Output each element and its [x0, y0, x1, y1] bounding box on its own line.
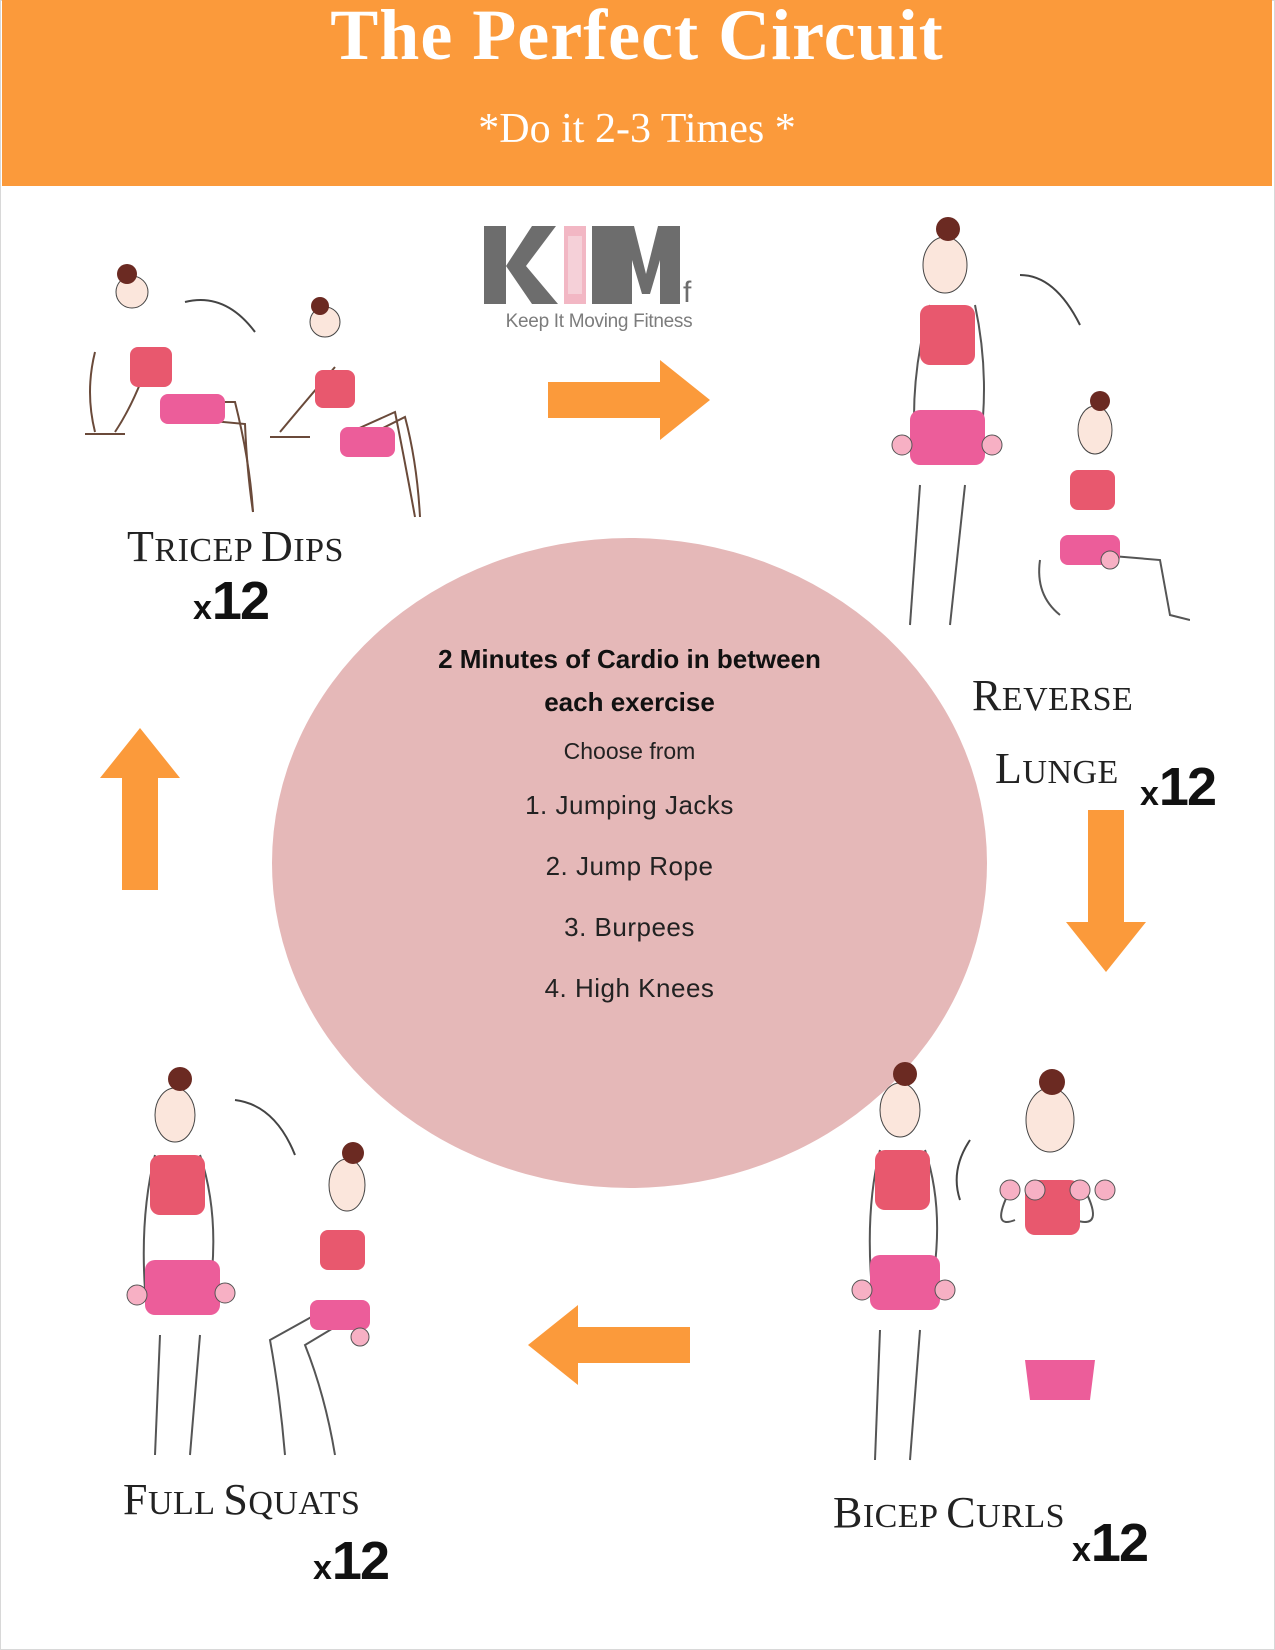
reps-x: x [1072, 1531, 1091, 1569]
arrow-down-icon [1066, 810, 1146, 972]
full-squats-label: FULL SQUATS [123, 1474, 360, 1525]
tricep-dips-reps: x12 [193, 570, 270, 632]
reps-x: x [313, 1549, 332, 1587]
arrow-right-icon [548, 360, 710, 440]
label-cap: C [946, 1488, 977, 1537]
label-cap: R [972, 671, 1002, 720]
cardio-option: 2. Jump Rope [545, 851, 714, 881]
logo-tagline: Keep It Moving Fitness [505, 311, 693, 332]
arrow-left-icon [528, 1305, 690, 1385]
cardio-option: 3. Burpees [564, 912, 695, 942]
label-rest: ULL [147, 1485, 224, 1522]
tricep-dips-illustration [85, 264, 421, 518]
bicep-curls-label: BICEP CURLS [833, 1487, 1065, 1538]
cardio-heading-line2: each exercise [544, 687, 715, 717]
label-rest: QUATS [248, 1485, 361, 1522]
svg-text:f: f [683, 276, 692, 309]
reps-number: 12 [331, 1531, 390, 1591]
cardio-heading-line1: 2 Minutes of Cardio in between [438, 644, 821, 674]
reverse-lunge-reps: x12 [1140, 756, 1217, 818]
arrow-up-icon [100, 728, 180, 890]
reps-number: 12 [1158, 757, 1217, 817]
label-rest: ICEP [862, 1498, 947, 1535]
cardio-option: 4. High Knees [544, 973, 715, 1003]
label-rest: URLS [976, 1498, 1066, 1535]
reverse-lunge-illustration [891, 217, 1190, 626]
label-cap: B [833, 1488, 863, 1537]
full-squats-reps: x12 [313, 1530, 390, 1592]
tricep-dips-label: TRICEP DIPS [127, 521, 344, 572]
reverse-lunge-label-line2: LUNGE [995, 743, 1119, 794]
cardio-circle [272, 538, 987, 1188]
full-squats-illustration [126, 1067, 370, 1456]
page-subtitle: *Do it 2-3 Times * [478, 106, 796, 152]
label-rest: UNGE [1022, 754, 1119, 791]
label-cap: F [123, 1475, 148, 1524]
reps-x: x [1140, 775, 1159, 813]
label-rest: EVERSE [1001, 681, 1134, 718]
label-cap: S [223, 1475, 249, 1524]
label-rest: IPS [293, 532, 344, 569]
label-cap: T [127, 522, 155, 571]
reps-number: 12 [211, 571, 270, 631]
header-banner: The Perfect Circuit *Do it 2-3 Times * [2, 0, 1272, 186]
choose-from-label: Choose from [563, 738, 696, 764]
reps-x: x [193, 589, 212, 627]
label-cap: D [260, 522, 294, 571]
kimf-logo: f [484, 226, 692, 309]
cardio-info: 2 Minutes of Cardio in between each exer… [272, 638, 987, 1019]
cardio-options-list: 1. Jumping Jacks 2. Jump Rope 3. Burpees… [272, 775, 987, 1019]
page-title: The Perfect Circuit [330, 0, 944, 75]
label-rest: RICEP [154, 532, 261, 569]
cardio-option: 1. Jumping Jacks [525, 790, 734, 820]
reps-number: 12 [1090, 1513, 1149, 1573]
bicep-curls-illustration [851, 1062, 1116, 1461]
reverse-lunge-label-line1: REVERSE [972, 670, 1133, 721]
label-cap: L [995, 744, 1023, 793]
bicep-curls-reps: x12 [1072, 1512, 1149, 1574]
